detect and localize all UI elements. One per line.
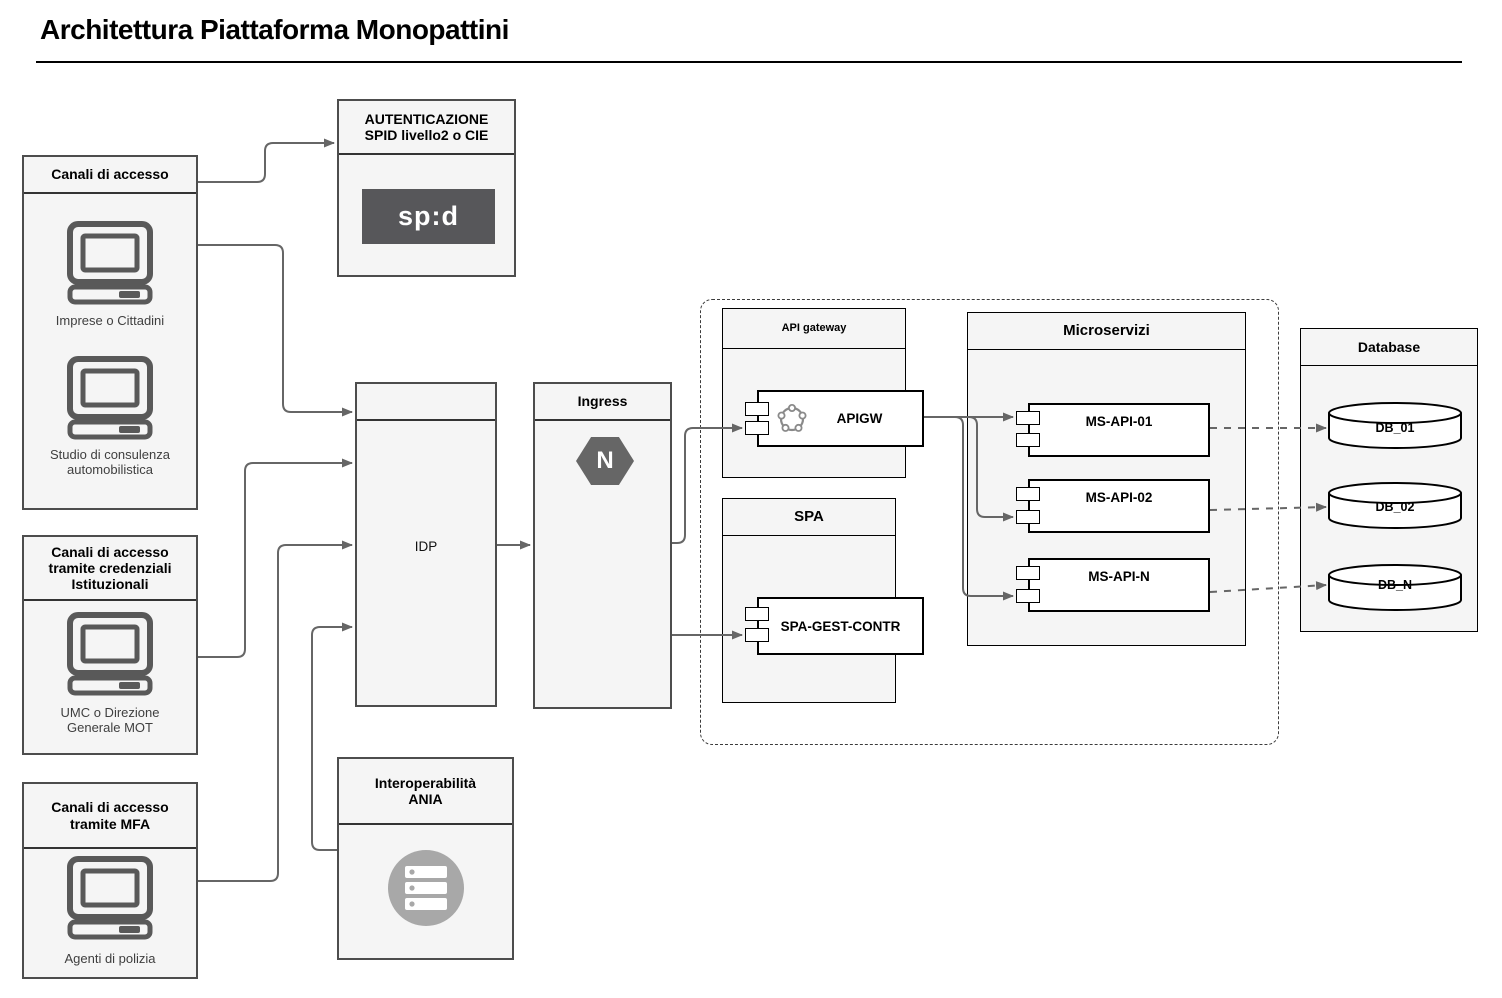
ms-api-01-label: MS-API-01 [1085,414,1153,429]
spa-gest-contr-label: SPA-GEST-CONTR [780,618,901,634]
apigw-label: APIGW [836,411,883,426]
spa-title: SPA [723,499,895,536]
node-canali-credenziali: Canali di accesso tramite credenziali Is… [22,535,198,755]
component-port [1016,433,1040,447]
ms-api-n-label: MS-API-N [1088,569,1150,584]
component-port [1016,487,1040,501]
component-port [1016,510,1040,524]
component-port [745,628,769,642]
ms-api-02-label: MS-API-02 [1085,490,1153,505]
database-title: Database [1301,329,1477,366]
computer-icon [66,856,154,945]
db-01-label: DB_01 [1375,421,1415,435]
component-port [745,402,769,416]
node-canali-di-accesso-title: Canali di accesso [24,157,196,194]
ania-title-line1: Interoperabilità [374,774,477,791]
idp-header-band [357,384,495,421]
nginx-letter: N [596,447,614,474]
component-port [1016,411,1040,425]
server-stack-icon [388,850,464,931]
db-02-label: DB_02 [1375,500,1415,514]
component-port [745,421,769,435]
autenticazione-title-line2: SPID livello2 o CIE [364,127,489,143]
api-gateway-icon [777,403,807,434]
edge-credenziali-to-idp [198,458,353,658]
edge-canali-to-idp [198,244,353,417]
component-port [1016,566,1040,580]
ingress-title: Ingress [535,384,670,421]
computer-icon [66,356,154,445]
db-n-label: DB_N [1377,578,1413,592]
autenticazione-title-line1: AUTENTICAZIONE [364,110,489,127]
component-port [1016,589,1040,603]
caption-imprese-o-cittadini: Imprese o Cittadini [55,313,165,328]
node-idp: IDP [355,382,497,707]
component-port [745,607,769,621]
nginx-icon: N [576,437,634,485]
node-ingress: Ingress N [533,382,672,709]
node-autenticazione-title: AUTENTICAZIONE SPID livello2 o CIE [339,101,514,155]
component-ms-api-02: MS-API-02 [1028,479,1210,533]
node-canali-mfa-title: Canali di accesso tramite MFA [24,784,196,849]
title-divider [36,61,1462,63]
caption-agenti-di-polizia: Agenti di polizia [64,951,156,966]
caption-studio-consulenza: Studio di consulenza automobilistica [50,447,170,478]
edge-mfa-to-idp [198,540,353,882]
node-autenticazione-spid: AUTENTICAZIONE SPID livello2 o CIE sp:d [337,99,516,277]
ania-title-line2: ANIA [408,791,443,807]
node-canali-mfa: Canali di accesso tramite MFA [22,782,198,979]
component-apigw: APIGW [757,390,924,447]
node-canali-di-accesso: Canali di accesso [22,155,198,510]
caption-umc-mot: UMC o Direzione Generale MOT [60,705,160,736]
page-title: Architettura Piattaforma Monopattini [40,14,509,45]
component-spa-gest-contr: SPA-GEST-CONTR [757,597,924,655]
computer-icon [66,612,154,701]
node-canali-credenziali-title: Canali di accesso tramite credenziali Is… [24,537,196,601]
spid-logo-text: sp:d [398,201,459,231]
computer-icon [66,221,154,310]
component-ms-api-01: MS-API-01 [1028,403,1210,457]
idp-label: IDP [414,539,438,554]
component-ms-api-n: MS-API-N [1028,558,1210,612]
spid-logo: sp:d [362,189,495,244]
microservizi-title: Microservizi [968,313,1245,350]
edge-canali-to-spid [198,138,335,183]
ania-title: Interoperabilità ANIA [339,759,512,825]
api-gateway-title: API gateway [723,309,905,349]
